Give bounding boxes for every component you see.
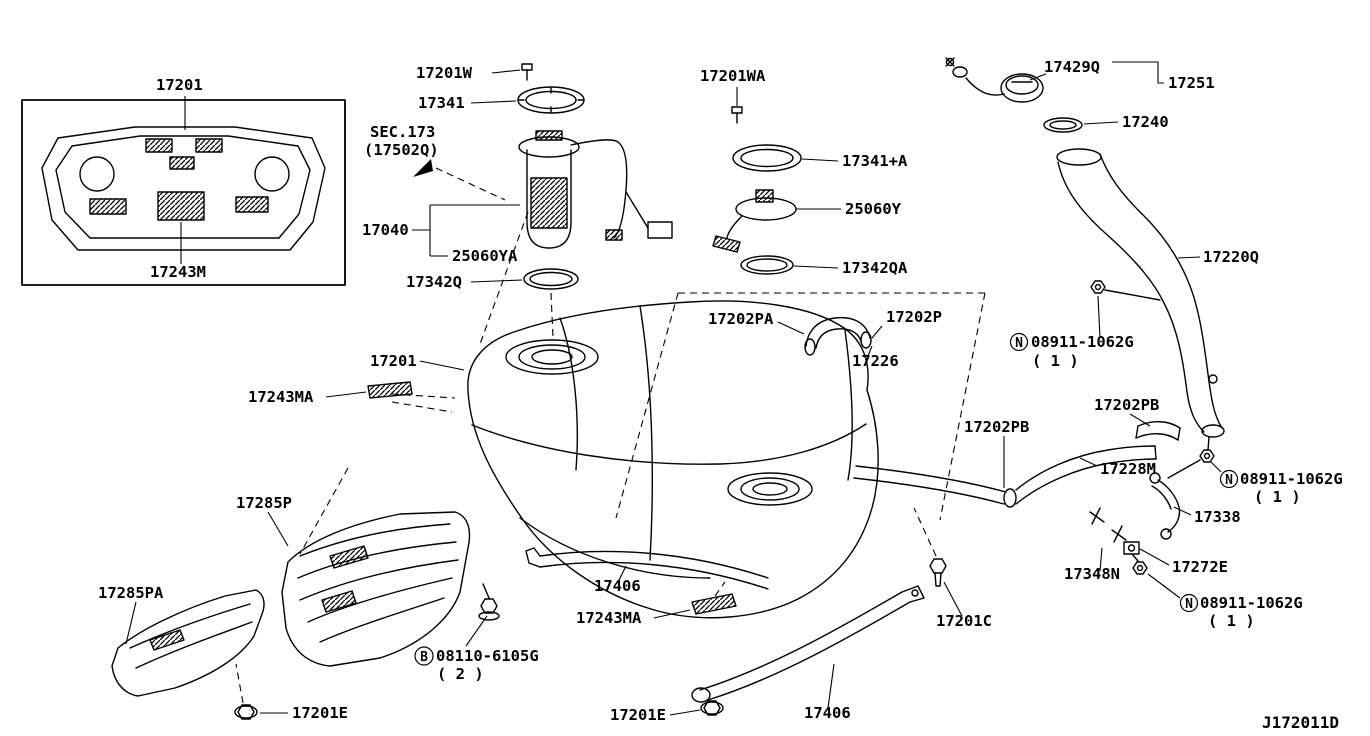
- svg-text:08911-1062G: 08911-1062G: [1200, 594, 1303, 612]
- label-pump-lock-ring: 17341: [418, 94, 465, 112]
- label-hose-pb-left: 17202PB: [964, 418, 1029, 436]
- filler-cap: [1000, 73, 1044, 103]
- hose-clamp-17226: [860, 331, 872, 349]
- label-vent-tube: 17338: [1194, 508, 1241, 526]
- label-tank-pad-upper: 17243MA: [248, 388, 314, 406]
- label-hose-center: 17228M: [1100, 460, 1156, 478]
- filler-neck-gasket: [1043, 117, 1083, 133]
- clamp-17348n-b: [1111, 525, 1127, 543]
- svg-text:( 1 ): ( 1 ): [1032, 352, 1079, 370]
- body-panel-inset: [21, 99, 346, 286]
- bolt-17201e-left: [234, 704, 258, 720]
- circled-n-icon: N: [1185, 597, 1193, 612]
- svg-text:08911-1062G: 08911-1062G: [1031, 333, 1134, 351]
- tank-pump-opening: [505, 339, 599, 375]
- circled-n-icon: N: [1225, 473, 1233, 488]
- label-fuel-tank: 17201: [370, 352, 417, 370]
- label-pump-seal-ring: 17342Q: [406, 273, 462, 291]
- svg-text:( 1 ): ( 1 ): [1208, 612, 1255, 630]
- heat-shield-front: [111, 589, 265, 697]
- tank-sender-opening: [727, 472, 813, 506]
- label-clamp-pair: 17348N: [1064, 565, 1120, 583]
- label-filler-tube: 17220Q: [1203, 248, 1259, 266]
- diagram-code: J172011D: [1262, 713, 1339, 732]
- sender-seal-ring: [740, 255, 794, 275]
- fuel-tank: [467, 300, 879, 619]
- label-nut-lower: N 08911-1062G ( 1 ): [1179, 593, 1303, 630]
- svg-text:( 2 ): ( 2 ): [437, 665, 484, 683]
- label-bolt-left: 17201E: [292, 704, 348, 722]
- label-tank-strap-lower: 17406: [804, 704, 851, 722]
- label-body-panel: 17201: [156, 76, 203, 94]
- bolt-17201c: [929, 558, 947, 587]
- label-heat-shield-front: 17285PA: [98, 584, 164, 602]
- label-section-note-2: (17502Q): [364, 141, 439, 159]
- label-sender-plug-bolt: 17201WA: [700, 67, 766, 85]
- hose-clamp-left: [1003, 488, 1017, 508]
- label-bolt-center: 17201E: [610, 706, 666, 724]
- label-shield-bolt: B 08110-6105G ( 2 ): [414, 646, 539, 683]
- part-labels: 17201 17243M 17201W 17341 SEC.173 (17502…: [98, 58, 1343, 732]
- tank-strap-lower: [691, 585, 925, 703]
- sender-lock-ring: [732, 144, 802, 172]
- tank-strap-upper: [525, 547, 769, 590]
- label-sender-seal-ring: 17342QA: [842, 259, 908, 277]
- label-clamp-right: 17272E: [1172, 558, 1228, 576]
- bolt-17201e-center: [700, 700, 724, 716]
- label-fuel-gauge-sender: 25060Y: [845, 200, 902, 218]
- fuel-pump-module: [517, 63, 673, 290]
- filler-tube: [1057, 161, 1205, 433]
- clamp-17272e: [1123, 541, 1140, 555]
- fuel-gauge-sender-assembly: [712, 106, 802, 275]
- hose-clamp: [804, 338, 816, 356]
- svg-text:08110-6105G: 08110-6105G: [436, 647, 539, 665]
- fuel-tank-outline: [467, 300, 879, 619]
- hose-17202pb: [1137, 421, 1181, 429]
- pump-plug-bolt: [521, 63, 533, 71]
- label-fuel-pump: 25060YA: [452, 247, 518, 265]
- hose-17228m: [1015, 445, 1156, 491]
- label-filler-neck-gasket: 17240: [1122, 113, 1169, 131]
- right-side-hoses: [853, 421, 1215, 575]
- label-tank-pad-lower: 17243MA: [576, 609, 642, 627]
- label-body-panel-pad: 17243M: [150, 263, 206, 281]
- circled-n-icon: N: [1015, 336, 1023, 351]
- clamp-17348n-a: [1089, 507, 1105, 525]
- label-hose-upper-right: 17202P: [886, 308, 942, 326]
- circled-b-icon: B: [420, 650, 428, 665]
- svg-text:08911-1062G: 08911-1062G: [1240, 470, 1343, 488]
- label-nut-right: N 08911-1062G ( 1 ): [1219, 469, 1343, 506]
- pump-seal-ring: [523, 268, 579, 290]
- sender-plug-bolt: [731, 106, 743, 114]
- label-pump-assembly: 17040: [362, 221, 409, 239]
- filler-clamp-nut: [1090, 280, 1106, 294]
- heat-shield-main: [281, 511, 471, 667]
- label-pump-plug-bolt: 17201W: [416, 64, 473, 82]
- label-strap-bolt: 17201C: [936, 612, 992, 630]
- upper-vent-hose: [804, 316, 872, 356]
- alignment-dashes: [235, 167, 986, 704]
- label-tank-strap-upper: 17406: [594, 577, 641, 595]
- tank-pad-lower: [691, 593, 737, 615]
- label-filler-cap-assembly: 17251: [1168, 74, 1215, 92]
- label-heat-shield: 17285P: [236, 494, 292, 512]
- filler-tube-opening: [1056, 148, 1102, 166]
- label-filler-cap: 17429Q: [1044, 58, 1100, 76]
- label-section-note-1: SEC.173: [370, 123, 435, 141]
- tank-pad-upper: [367, 381, 413, 399]
- bolt-08110-6105g: [478, 583, 500, 621]
- label-nut-filler: N 08911-1062G ( 1 ): [1009, 332, 1134, 370]
- nut-right: [1199, 449, 1215, 463]
- filler-cap-and-tube: [945, 57, 1225, 438]
- svg-text:( 1 ): ( 1 ): [1254, 488, 1301, 506]
- vent-tube-17338-top: [1149, 472, 1161, 484]
- label-hose-upper-left: 17202PA: [708, 310, 774, 328]
- leader-lines: [125, 61, 1222, 716]
- nut-lower: [1132, 561, 1148, 575]
- section-arrow-icon: [413, 159, 433, 177]
- label-hose-clamp-upper: 17226: [852, 352, 899, 370]
- label-hose-pb-right: 17202PB: [1094, 396, 1159, 414]
- label-sender-lock-ring: 17341+A: [842, 152, 908, 170]
